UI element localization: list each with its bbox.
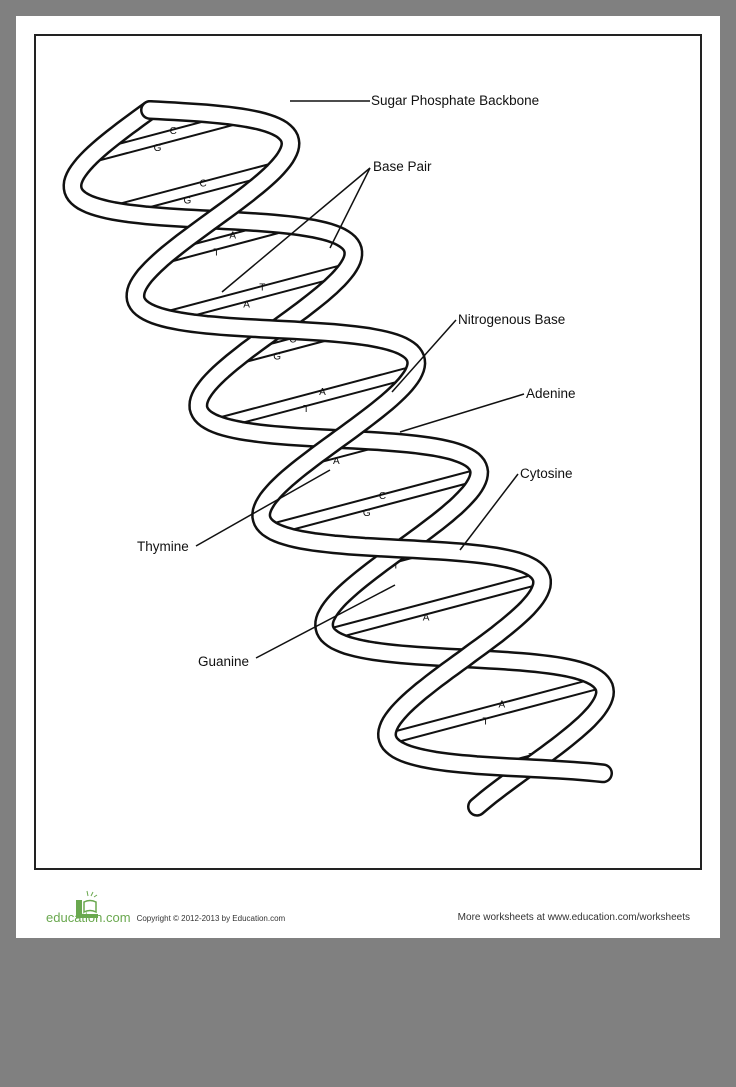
label-leader-line <box>329 167 371 249</box>
education-logo-icon <box>76 890 98 918</box>
base-pair-rung-fill <box>159 264 352 323</box>
base-letter: T <box>303 404 309 415</box>
base-letter: C <box>170 126 177 137</box>
education-logo[interactable]: education.com <box>46 910 131 925</box>
backbone-fill-2 <box>127 102 611 781</box>
diagram-frame <box>34 34 702 870</box>
label-leader-line <box>221 167 371 293</box>
base-letter: A <box>423 612 430 623</box>
base-letter: C <box>379 491 386 502</box>
base-letter: T <box>213 247 219 258</box>
base-letter: A <box>229 230 236 241</box>
base-letter: G <box>154 143 162 154</box>
more-worksheets-link[interactable]: More worksheets at www.education.com/wor… <box>457 912 690 923</box>
label-thymine: Thymine <box>137 539 189 554</box>
base-letter: T <box>259 283 265 294</box>
base-letter: T <box>393 560 399 571</box>
label-leader-line <box>459 473 519 551</box>
base-pair-rung-fill <box>109 163 282 216</box>
base-letter: A <box>319 387 326 398</box>
label-adenine: Adenine <box>526 386 576 401</box>
label-base-pair: Base Pair <box>373 159 432 174</box>
base-pair-rung-fill <box>383 677 606 744</box>
copyright-text: Copyright © 2012-2013 by Education.com <box>136 914 286 923</box>
base-letter: G <box>363 508 371 519</box>
base-letter: G <box>184 195 192 206</box>
label-leader-line <box>195 469 331 547</box>
base-letter: A <box>499 700 506 711</box>
label-sugar-phosphate-backbone: Sugar Phosphate Backbone <box>371 93 540 108</box>
footer-brand: education.com Copyright © 2012-2013 by E… <box>46 910 285 925</box>
base-pair-rung-fill <box>266 470 484 535</box>
label-guanine: Guanine <box>198 654 250 669</box>
base-letter: A <box>333 456 340 467</box>
base-letter: T <box>483 717 489 728</box>
base-letter: G <box>273 352 281 363</box>
label-nitrogenous-base: Nitrogenous Base <box>458 312 566 327</box>
label-leader-line <box>391 319 457 393</box>
label-leader-line <box>255 584 396 659</box>
base-letter: C <box>200 178 207 189</box>
base-letter: A <box>243 300 250 311</box>
base-pair-rung-fill <box>323 573 546 640</box>
base-pair-rung-fill <box>211 367 419 429</box>
label-cytosine: Cytosine <box>520 466 573 481</box>
label-leader-line <box>399 393 525 433</box>
